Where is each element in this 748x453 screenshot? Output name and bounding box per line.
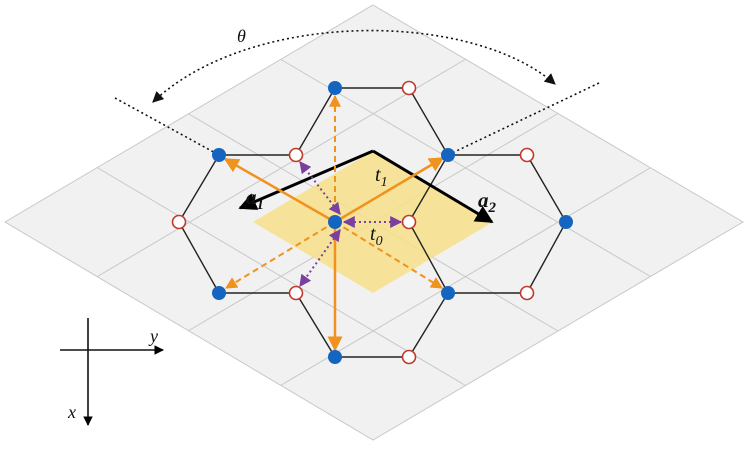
site-b [519,285,535,301]
site-b [288,147,304,163]
site-a [559,215,573,229]
site-a [441,286,455,300]
site-b [401,349,417,365]
lattice-sites [171,80,573,365]
site-b [288,285,304,301]
label-a1: a1 [246,185,264,213]
coordinate-axes [60,318,164,426]
label-t0: t0 [370,223,383,249]
axis-y-label: y [148,326,158,346]
site-a [212,148,226,162]
label-a2: a2 [478,188,497,216]
site-b [401,80,417,96]
lattice-vector-a2 [372,149,494,224]
site-a [212,286,226,300]
site-b [519,147,535,163]
site-a [328,350,342,364]
label-t1: t1 [375,164,388,190]
axis-x-label: x [67,402,76,422]
theta-label: θ [237,26,246,46]
site-a [328,215,342,229]
site-a [328,81,342,95]
site-b [171,214,187,230]
hopping-t0-arrows [299,161,403,287]
twist-angle-arc [152,29,556,103]
site-b [401,214,417,230]
site-a [441,148,455,162]
twist-angle [114,29,600,156]
